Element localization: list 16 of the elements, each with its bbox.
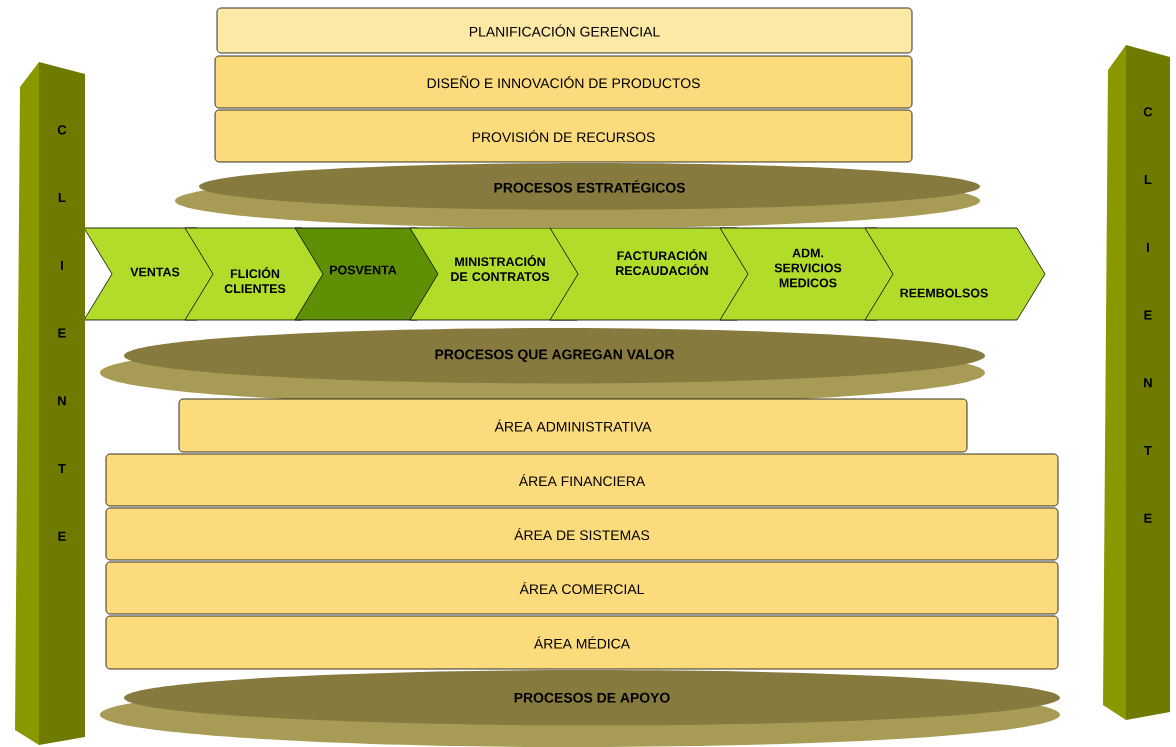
process-box: PLANIFICACIÓN GERENCIAL xyxy=(216,7,913,54)
disk-band: PROCESOS ESTRATÉGICOS xyxy=(175,163,980,228)
process-box: ÁREA COMERCIAL xyxy=(105,561,1059,615)
process-box: ÁREA MÉDICA xyxy=(105,615,1059,670)
process-box: ÁREA FINANCIERA xyxy=(105,453,1059,507)
disk-band: PROCESOS QUE AGREGAN VALOR xyxy=(100,328,985,405)
disk-band: PROCESOS DE APOYO xyxy=(100,670,1060,747)
chevron-step: REEMBOLSOS xyxy=(864,227,1046,321)
process-box: PROVISIÓN DE RECURSOS xyxy=(214,109,913,163)
chevron-step: FLICIÓN CLIENTES xyxy=(184,227,331,321)
client-pillar: C L I E N T E xyxy=(1103,45,1170,720)
process-box: ÁREA ADMINISTRATIVA xyxy=(178,398,968,453)
client-pillar: C L I E N T E xyxy=(15,62,85,745)
process-box: ÁREA DE SISTEMAS xyxy=(105,507,1059,561)
process-box: DISEÑO E INNOVACIÓN DE PRODUCTOS xyxy=(214,55,913,109)
chevron-step: POSVENTA xyxy=(294,227,446,321)
